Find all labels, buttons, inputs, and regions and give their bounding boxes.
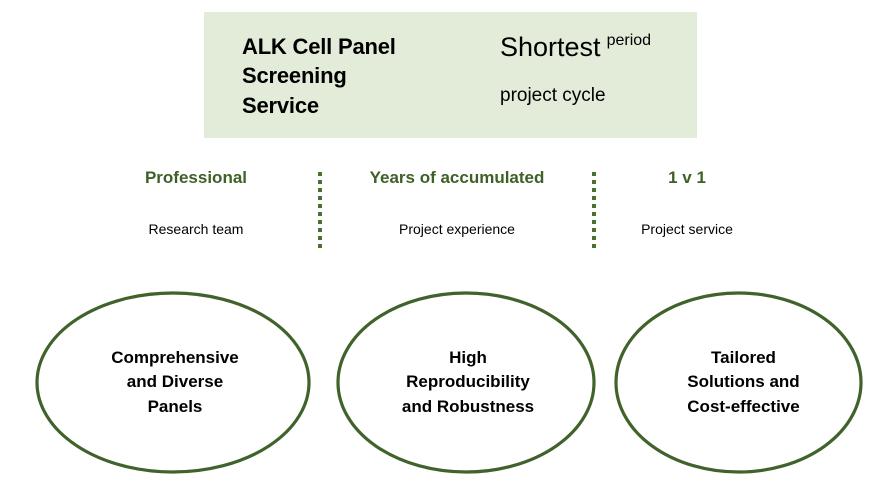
highlight-label: High Reproducibility and Robustness [401, 348, 535, 416]
feature-column-service: 1 v 1 Project service [604, 168, 770, 238]
tagline-superscript-text: period [606, 32, 652, 49]
feature-subtitle: Research team [148, 221, 244, 238]
tagline-line-1: Shortest period [500, 26, 690, 61]
column-divider-dotted [318, 172, 322, 250]
column-divider-dotted [592, 172, 596, 250]
page-title: ALK Cell Panel Screening Service [242, 34, 396, 118]
feature-subtitle: Project experience [399, 221, 515, 238]
feature-subtitle: Project service [641, 221, 733, 238]
ellipse-outline-icon [35, 291, 311, 474]
highlight-label: Tailored Solutions and Cost-effective [687, 348, 800, 416]
tagline-line-2: project cycle [500, 85, 606, 106]
feature-column-experience: Years of accumulated Project experience [332, 168, 582, 238]
highlight-ellipse-reproducibility: High Reproducibility and Robustness [334, 289, 598, 476]
tagline-main-text: Shortest [500, 32, 601, 62]
header-banner: ALK Cell Panel Screening Service Shortes… [204, 12, 697, 138]
highlight-ellipse-panels: Comprehensive and Diverse Panels [33, 289, 313, 476]
feature-heading: Years of accumulated [369, 168, 545, 187]
feature-columns: Professional Research team Years of accu… [0, 168, 880, 260]
ellipse-outline-icon [336, 291, 596, 474]
banner-tagline: Shortest period project cycle [500, 26, 690, 107]
highlight-ellipse-tailored: Tailored Solutions and Cost-effective [612, 289, 865, 476]
highlight-label: Comprehensive and Diverse Panels [111, 348, 239, 416]
feature-heading: Professional [144, 168, 248, 187]
feature-column-professional: Professional Research team [78, 168, 314, 238]
feature-heading: 1 v 1 [668, 168, 706, 187]
ellipse-outline-icon [614, 291, 863, 474]
